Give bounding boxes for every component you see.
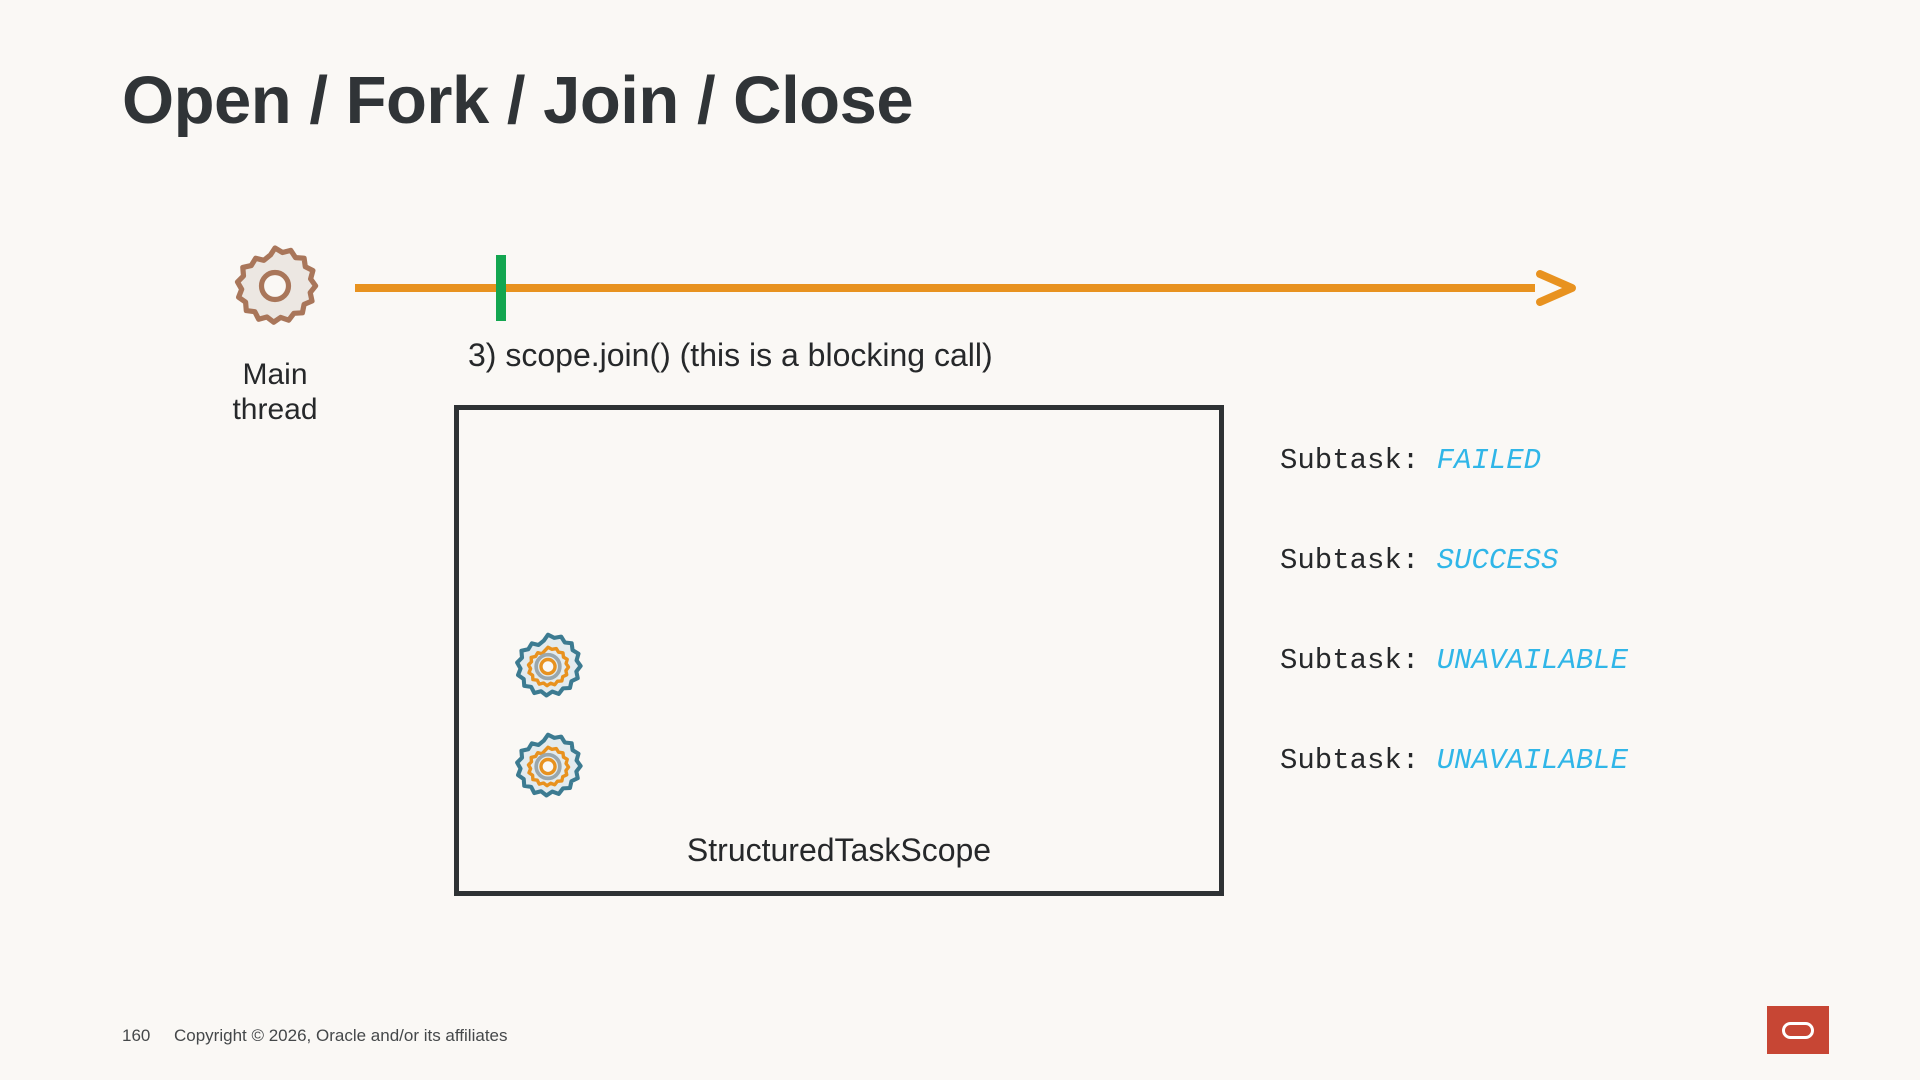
status-row: Subtask: UNAVAILABLE xyxy=(1280,746,1800,846)
status-key: Subtask: xyxy=(1280,444,1420,477)
status-row: Subtask: SUCCESS xyxy=(1280,546,1800,646)
status-key: Subtask: xyxy=(1280,544,1420,577)
main-thread-label: Main thread xyxy=(232,358,318,427)
status-row: Subtask: FAILED xyxy=(1280,446,1800,546)
status-badge: FAILED xyxy=(1436,444,1542,477)
status-badge: UNAVAILABLE xyxy=(1436,744,1629,777)
timeline-arrow xyxy=(355,255,1580,321)
subtask-status-list: Subtask: FAILED Subtask: SUCCESS Subtask… xyxy=(1280,446,1800,846)
page-title: Open / Fork / Join / Close xyxy=(122,63,914,138)
status-row: Subtask: UNAVAILABLE xyxy=(1280,646,1800,746)
status-badge: UNAVAILABLE xyxy=(1436,644,1629,677)
arrow-head-icon xyxy=(1534,268,1580,308)
oracle-logo xyxy=(1767,1006,1829,1054)
scope-box-label: StructuredTaskScope xyxy=(686,832,992,868)
timeline-line xyxy=(355,284,1535,292)
footer: 160 Copyright © 2026, Oracle and/or its a… xyxy=(122,1026,508,1046)
join-caption: 3) scope.join() (this is a blocking call… xyxy=(468,337,993,373)
main-thread-gear-icon xyxy=(225,240,325,340)
copyright-text: Copyright © 2026, Oracle and/or its affi… xyxy=(174,1026,508,1045)
oracle-logo-mark-icon xyxy=(1782,1021,1814,1039)
subtask-gear-1-icon xyxy=(511,631,585,705)
structured-task-scope-box: StructuredTaskScope xyxy=(454,405,1224,896)
status-badge: SUCCESS xyxy=(1436,544,1559,577)
join-point-marker xyxy=(496,255,506,321)
status-key: Subtask: xyxy=(1280,644,1420,677)
status-key: Subtask: xyxy=(1280,744,1420,777)
main-thread-group: Main thread xyxy=(185,240,365,427)
subtask-gear-2-icon xyxy=(511,731,585,805)
page-number: 160 xyxy=(122,1026,151,1045)
